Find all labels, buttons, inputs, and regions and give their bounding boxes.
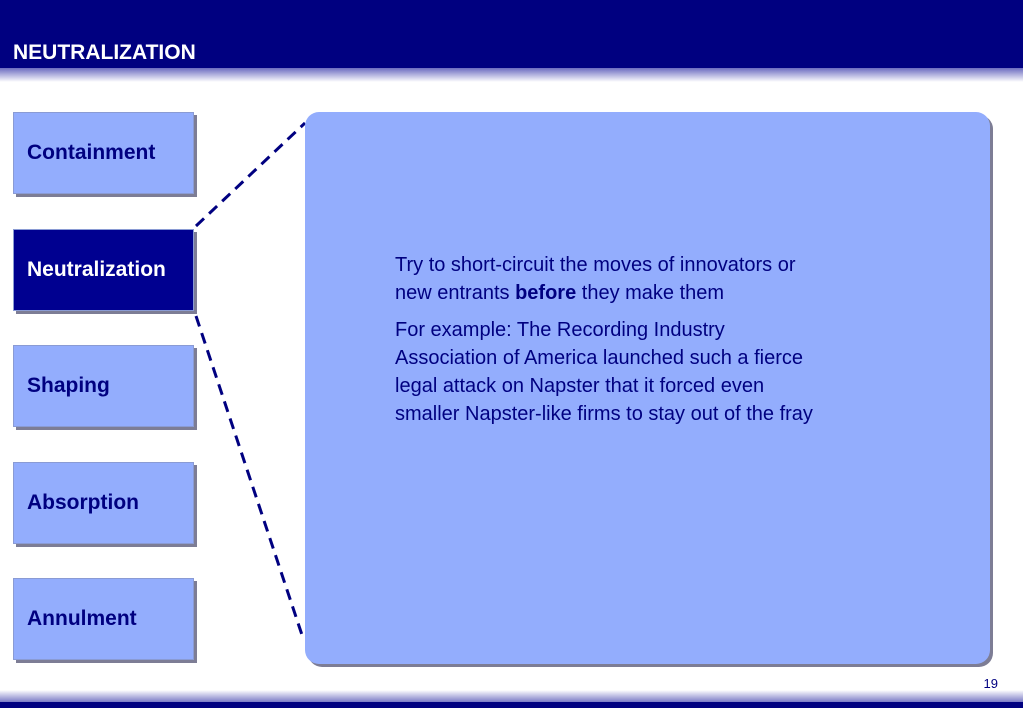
content-text: Try to short-circuit the moves of innova… — [395, 251, 825, 437]
definition-text-end: they make them — [576, 282, 725, 304]
page-number: 19 — [983, 676, 998, 691]
connector-line-bottom — [194, 315, 305, 639]
connector-line-top — [194, 121, 307, 228]
page-title: NEUTRALIZATION — [13, 41, 196, 64]
nav-item-containment[interactable]: Containment — [13, 112, 194, 194]
definition-paragraph: Try to short-circuit the moves of innova… — [395, 251, 825, 307]
header-fade — [0, 68, 1023, 82]
nav-item-neutralization[interactable]: Neutralization — [13, 229, 194, 311]
footer-fade — [0, 690, 1023, 702]
definition-text-start: Try to short-circuit the moves of innova… — [395, 254, 796, 304]
example-paragraph: For example: The Recording Industry Asso… — [395, 319, 813, 425]
content-panel — [305, 112, 990, 664]
header-bar — [0, 0, 1023, 68]
footer-bar — [0, 702, 1023, 708]
definition-emphasis: before — [515, 282, 577, 304]
nav-item-shaping[interactable]: Shaping — [13, 345, 194, 427]
nav-item-annulment[interactable]: Annulment — [13, 578, 194, 660]
nav-item-absorption[interactable]: Absorption — [13, 462, 194, 544]
